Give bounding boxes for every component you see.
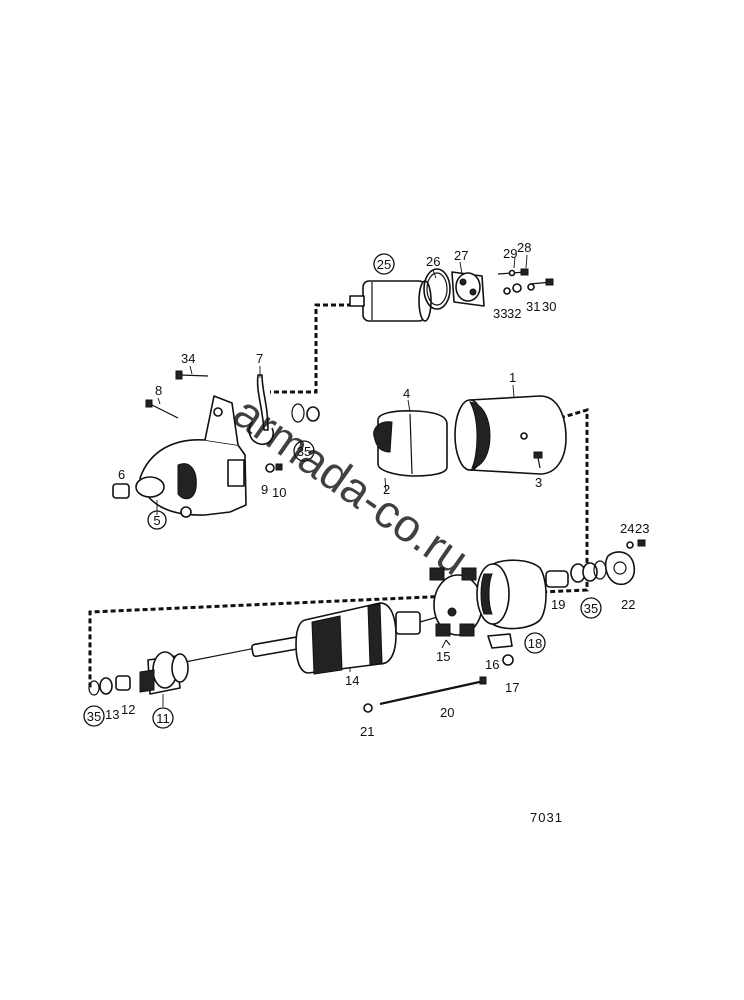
brush-holder-part-15 [429, 567, 483, 646]
end-cover-part-18 [476, 559, 547, 630]
label-26: 26 [426, 254, 440, 269]
label-9: 9 [261, 482, 268, 497]
brush-plate-part-16 [487, 633, 513, 649]
screw-part-8 [145, 399, 179, 419]
label-35-lower: 35 [87, 709, 101, 724]
nut-part-21 [363, 703, 373, 713]
bushing-part-6 [112, 483, 130, 499]
label-12: 12 [121, 702, 135, 717]
leader-lines [156, 254, 528, 707]
label-27: 27 [454, 248, 468, 263]
figure-number: 7031 [530, 810, 563, 825]
screw-part-17 [502, 654, 514, 666]
label-1: 1 [509, 370, 516, 385]
label-29: 29 [503, 246, 517, 261]
pinion-drive-part-11 [139, 651, 189, 695]
screw-washer-parts-23-24 [626, 539, 646, 549]
label-10: 10 [272, 485, 286, 500]
label-14: 14 [345, 673, 359, 688]
screw-part-3 [533, 451, 543, 469]
part-labels: 25 26 27 29 28 33 32 31 30 34 7 8 1 4 35… [83, 240, 649, 739]
label-15: 15 [436, 649, 450, 664]
label-35-right: 35 [584, 601, 598, 616]
through-bolt-part-20 [379, 676, 487, 706]
seal-ring-part-35-lower-left [88, 680, 100, 696]
label-4: 4 [403, 386, 410, 401]
label-28: 28 [517, 240, 531, 255]
ring-part-13 [99, 677, 113, 695]
label-16: 16 [485, 657, 499, 672]
label-19: 19 [551, 597, 565, 612]
yoke-part-1 [454, 395, 567, 475]
seal-ring-part-35-right [570, 560, 607, 583]
label-20: 20 [440, 705, 454, 720]
label-18: 18 [528, 636, 542, 651]
label-32: 32 [507, 306, 521, 321]
solenoid-body-part-25 [349, 280, 432, 322]
solenoid-seal-ring-part-26 [423, 268, 451, 310]
label-23: 23 [635, 521, 649, 536]
label-31: 31 [526, 299, 540, 314]
label-3: 3 [535, 475, 542, 490]
armature-part-14 [174, 602, 449, 675]
label-11: 11 [156, 711, 170, 726]
label-30: 30 [542, 299, 556, 314]
end-cap-part-22 [604, 551, 636, 586]
ring-part-12 [115, 675, 131, 691]
label-13: 13 [105, 707, 119, 722]
label-22: 22 [621, 597, 635, 612]
label-35-upper: 35 [297, 444, 311, 459]
seal-ring-part-35-upper [291, 403, 320, 423]
label-33: 33 [493, 306, 507, 321]
solenoid-cover-part-27 [451, 271, 485, 307]
pole-shoe-assembly-part-4 [373, 410, 448, 477]
label-2: 2 [383, 482, 390, 497]
label-5: 5 [153, 513, 160, 528]
screw-part-34 [175, 370, 209, 380]
pivot-parts-9-10 [265, 463, 283, 473]
label-34: 34 [181, 351, 195, 366]
label-25: 25 [377, 257, 391, 272]
solenoid-terminal-hardware [497, 268, 554, 295]
assembly-lines [88, 303, 589, 690]
label-24: 24 [620, 521, 634, 536]
label-6: 6 [118, 467, 125, 482]
label-8: 8 [155, 383, 162, 398]
fork-lever-part-7 [248, 374, 275, 446]
label-17: 17 [505, 680, 519, 695]
drive-end-housing-part-5 [135, 395, 247, 518]
label-21: 21 [360, 724, 374, 739]
bushing-part-19 [545, 570, 569, 588]
label-7: 7 [256, 351, 263, 366]
